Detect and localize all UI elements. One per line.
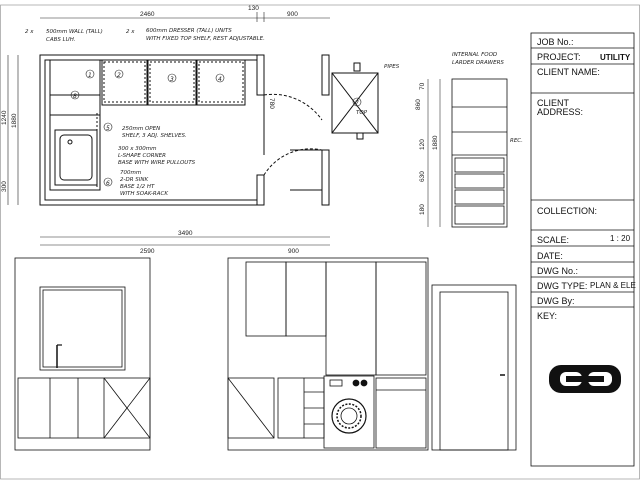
larder-dim-860: 860 <box>415 99 422 110</box>
dim-door-780: 780 <box>268 98 275 109</box>
item-number-3: 3 <box>170 76 174 83</box>
pipes-label: PIPES <box>384 64 400 70</box>
company-logo <box>549 365 621 393</box>
item-number-7: 7 <box>355 100 359 107</box>
plan-dimension-texts: 2460 130 900 1240 1880 300 3490 2590 900… <box>1 5 299 255</box>
note2-line2: WITH FIXED TOP SHELF, REST ADJUSTABLE. <box>146 36 265 42</box>
scale-label: SCALE: <box>537 235 569 245</box>
larder-dim-630: 630 <box>419 171 426 182</box>
key-label: KEY: <box>537 311 557 321</box>
dwg-type-label: DWG TYPE: <box>537 281 587 291</box>
dwg-by-label: DWG By: <box>537 296 575 306</box>
item-number-5: 5 <box>106 125 110 132</box>
dim-left-300: 300 <box>1 181 8 192</box>
dwg-type-value: PLAN & ELE <box>590 281 636 290</box>
dim-bottom-900: 900 <box>288 248 299 255</box>
dim-top-overall: 2460 <box>140 11 155 18</box>
note1-qty: 2 x <box>25 29 34 35</box>
larder-dim-70: 70 <box>419 82 426 90</box>
item-number-1: 1 <box>88 72 92 79</box>
note2-qty: 2 x <box>126 29 135 35</box>
larder-elevation <box>427 78 508 228</box>
dwg-no-label: DWG No.: <box>537 266 578 276</box>
note3-line1: 250mm OPEN <box>122 126 160 132</box>
item-number-2: 2 <box>117 72 121 79</box>
client-address-line2: ADDRESS: <box>537 107 583 117</box>
note3-line2: SHELF, 3 ADJ. SHELVES. <box>122 133 187 139</box>
window-elevation <box>14 257 151 451</box>
note4-line2: L-SHAPE CORNER <box>118 153 166 159</box>
appliance-elevation <box>227 257 517 451</box>
project-label: PROJECT: <box>537 52 581 62</box>
dim-top-900: 900 <box>287 11 298 18</box>
larder-rec-label: REC. <box>510 138 523 144</box>
larder-dim-1880: 1880 <box>432 135 439 150</box>
dim-bottom-2590: 2590 <box>140 248 155 255</box>
plan-notes: 2 x 500mm WALL (TALL) CABS LUH. 2 x 600m… <box>25 28 400 197</box>
job-no-label: JOB No.: <box>537 37 574 47</box>
dim-left-1880: 1880 <box>11 113 18 128</box>
dim-left-1240: 1240 <box>1 110 8 125</box>
note4-line3: BASE WITH WIRE PULLOUTS <box>118 160 196 166</box>
plan-item-numbers: 1 2 3 4 5 6 7 8 <box>70 69 362 187</box>
top-label: TOP <box>356 110 368 116</box>
title-block-texts: JOB No.: PROJECT: UTILITY CLIENT NAME: C… <box>537 37 636 321</box>
item-number-4: 4 <box>218 76 222 83</box>
scale-value: 1 : 20 <box>610 234 631 243</box>
client-address-line1: CLIENT <box>537 98 570 108</box>
note5-line1: 700mm <box>120 170 141 176</box>
note1-line1: 500mm WALL (TALL) <box>46 29 103 35</box>
larder-labels: INTERNAL FOOD LARDER DRAWERS 70 860 1880… <box>415 52 523 215</box>
project-value: UTILITY <box>600 53 631 62</box>
item-number-8: 8 <box>73 93 77 100</box>
note5-line3: BASE 1/2 HT <box>120 184 155 190</box>
note4-line1: 300 x 300mm <box>118 146 156 152</box>
collection-label: COLLECTION: <box>537 206 597 216</box>
dim-top-130: 130 <box>248 5 259 12</box>
note2-line1: 600mm DRESSER (TALL) UNITS <box>146 28 232 34</box>
plan-dimension-lines <box>7 12 330 246</box>
note5-line2: 2-DR SINK <box>120 177 149 183</box>
item-number-6: 6 <box>106 180 110 187</box>
larder-title-line1: INTERNAL FOOD <box>452 52 497 58</box>
note1-line2: CABS LUH. <box>46 37 76 43</box>
note5-line4: WITH SOAK-RACK <box>120 191 168 197</box>
larder-title-line2: LARDER DRAWERS <box>452 60 504 66</box>
client-name-label: CLIENT NAME: <box>537 67 600 77</box>
date-label: DATE: <box>537 251 563 261</box>
floor-plan <box>39 54 379 206</box>
dim-bottom-3490: 3490 <box>178 230 193 237</box>
larder-dim-120: 120 <box>419 139 426 150</box>
title-block <box>530 32 635 467</box>
larder-dim-180: 180 <box>419 204 426 215</box>
